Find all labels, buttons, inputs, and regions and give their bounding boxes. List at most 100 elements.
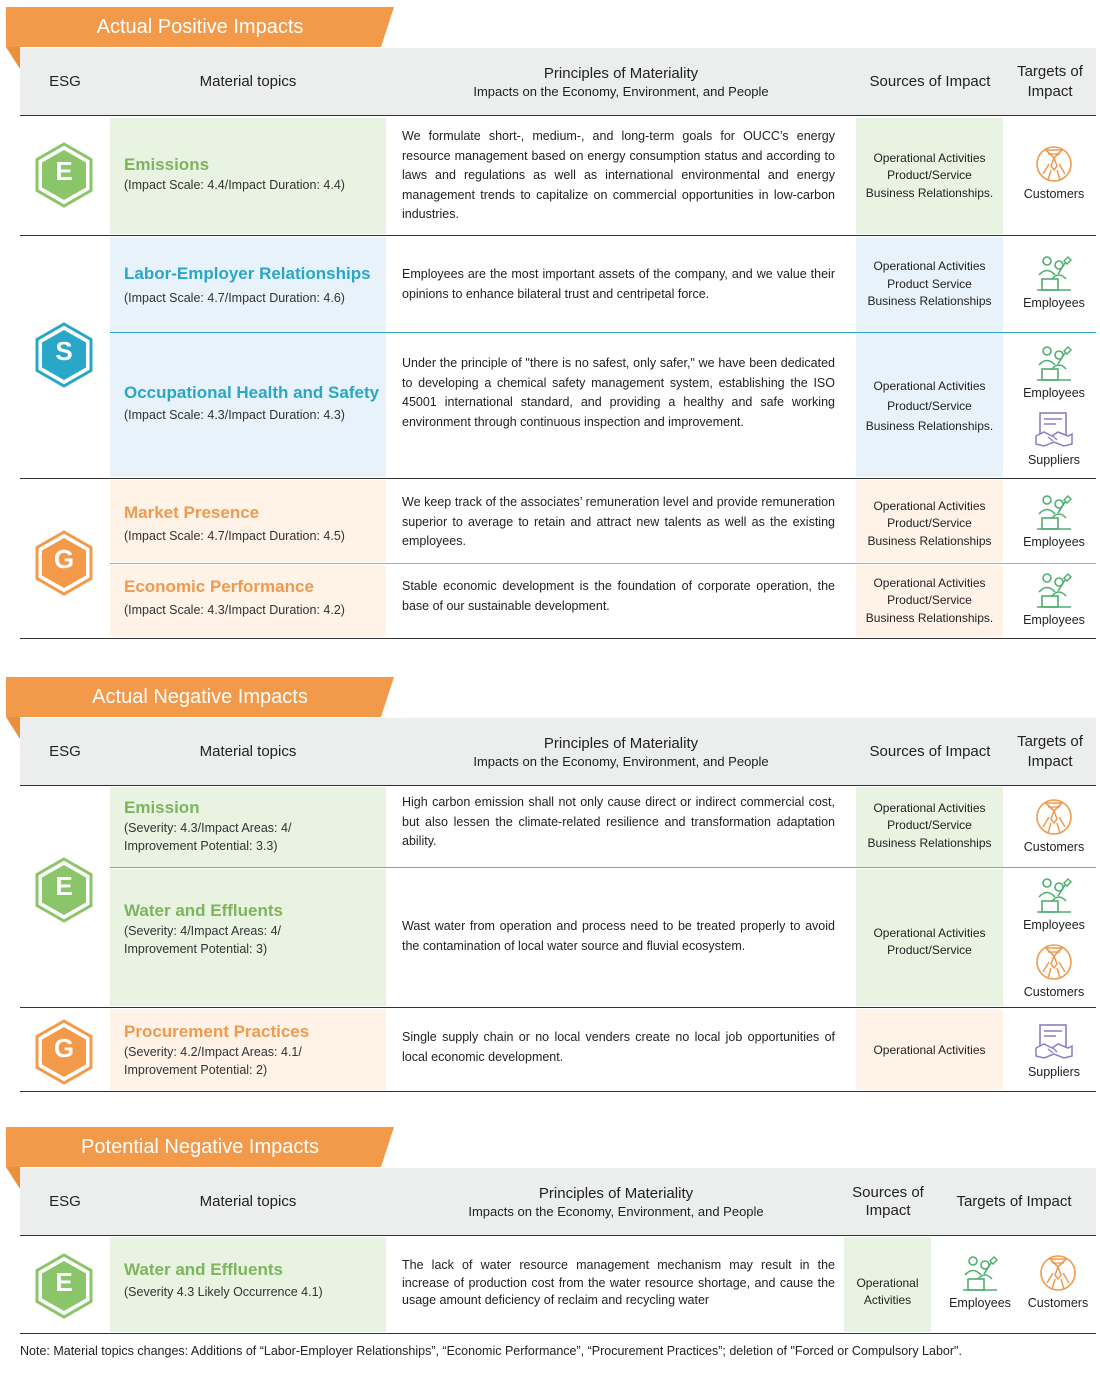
header-targets: Targets of Impact (956, 1193, 1072, 1210)
e-letter: E (55, 1267, 73, 1297)
target-employees: Employees (1008, 570, 1100, 627)
desc-procurement: Single supply chain or no local venders … (402, 1030, 835, 1064)
g-letter: G (53, 544, 75, 574)
topic-title: Market Presence (124, 503, 260, 522)
topic-detail: Improvement Potential: 3.3) (124, 839, 278, 853)
topic-cell-emissions: Emissions (Impact Scale: 4.4/Impact Dura… (110, 118, 386, 234)
topic-title: Economic Performance (124, 577, 314, 596)
desc-water: Wast water from operation and process ne… (402, 919, 835, 953)
topic-cell-emission: Emission (Severity: 4.3/Impact Areas: 4/… (110, 787, 386, 867)
topic-cell-market: Market Presence (Impact Scale: 4.7/Impac… (110, 480, 386, 562)
topic-cell-ohs: Occupational Health and Safety (Impact S… (110, 334, 386, 477)
topic-cell-procurement: Procurement Practices (Severity: 4.2/Imp… (110, 1009, 386, 1090)
topic-detail: (Impact Scale: 4.7/Impact Duration: 4.5) (124, 529, 345, 543)
sources-cell: Operational Activities Product Service B… (856, 237, 1003, 332)
target-employees: Employees (1008, 253, 1100, 310)
topic-detail: Improvement Potential: 2) (124, 1063, 268, 1077)
sources-cell: Operational Activities Product/Service B… (856, 334, 1003, 477)
topic-title: Labor-Employer Relationships (124, 264, 371, 283)
header-principles: Principles of Materiality Impacts on the… (468, 1184, 764, 1219)
topic-cell-economic: Economic Performance (Impact Scale: 4.3/… (110, 565, 386, 637)
header-esg: ESG (49, 743, 81, 760)
topic-detail: Improvement Potential: 3) (124, 942, 268, 956)
target-suppliers: Suppliers (1008, 1022, 1100, 1079)
target-customers: Customers (1008, 797, 1100, 854)
sources-cell: Operational Activities Product/Service B… (856, 787, 1003, 867)
customers-icon (1034, 144, 1074, 184)
e-letter: E (55, 156, 73, 186)
topic-detail: (Impact Scale: 4.4/Impact Duration: 4.4) (124, 178, 345, 192)
topic-cell-labor: Labor-Employer Relationships (Impact Sca… (110, 237, 386, 332)
target-employees: Employees (1008, 343, 1100, 400)
employees-icon (1034, 253, 1074, 293)
sources-cell: Operational Activities Product/Service B… (856, 118, 1003, 234)
header-topics: Material topics (199, 73, 297, 90)
header-sources: Sources of Impact (852, 1183, 924, 1219)
topic-cell-water: Water and Effluents (Severity: 4/Impact … (110, 869, 386, 1006)
potential-title: Potential Negative Impacts (81, 1136, 319, 1158)
header-targets: Targets of Impact (1017, 62, 1083, 100)
header-sources: Sources of Impact (869, 743, 991, 760)
sources-cell: Operational Activities Product/Service B… (856, 480, 1003, 562)
employees-icon (1034, 343, 1074, 383)
topic-detail: (Impact Scale: 4.3/Impact Duration: 4.3) (124, 408, 345, 422)
topic-title: Occupational Health and Safety (124, 383, 380, 402)
topic-detail: (Impact Scale: 4.7/Impact Duration: 4.6) (124, 291, 345, 305)
customers-icon (1034, 942, 1074, 982)
topic-title: Water and Effluents (124, 901, 283, 920)
desc-emissions: We formulate short-, medium-, and long-t… (402, 129, 835, 222)
desc-market: We keep track of the associates’ remuner… (402, 495, 835, 549)
topic-detail: (Impact Scale: 4.3/Impact Duration: 4.2) (124, 603, 345, 617)
sources-cell: Operational Activities (856, 1009, 1003, 1090)
customers-icon (1034, 797, 1074, 837)
target-customers: Customers (1008, 144, 1100, 201)
topic-cell-water-potential: Water and Effluents (Severity 4.3 Likely… (110, 1237, 386, 1332)
e-letter: E (55, 871, 73, 901)
desc-water-potential: The lack of water resource management me… (402, 1258, 835, 1307)
suppliers-icon (1034, 1022, 1074, 1062)
target-employees: Employees (940, 1253, 1020, 1310)
topic-detail: (Severity: 4.3/Impact Areas: 4/ (124, 821, 292, 835)
topic-title: Water and Effluents (124, 1260, 283, 1279)
negative-header-row: ESG Material topics Principles of Materi… (20, 718, 1096, 785)
desc-labor: Employees are the most important assets … (402, 267, 835, 301)
employees-icon (1034, 570, 1074, 610)
header-sources: Sources of Impact (869, 73, 991, 90)
topic-detail: (Severity: 4.2/Impact Areas: 4.1/ (124, 1045, 302, 1059)
topic-title: Emission (124, 798, 200, 817)
header-esg: ESG (49, 73, 81, 90)
topic-detail: (Severity: 4/Impact Areas: 4/ (124, 924, 282, 938)
negative-title: Actual Negative Impacts (92, 686, 308, 708)
target-employees: Employees (1008, 875, 1100, 932)
employees-icon (960, 1253, 1000, 1293)
positive-banner: Actual Positive Impacts (6, 7, 394, 69)
customers-icon (1038, 1253, 1078, 1293)
target-suppliers: Suppliers (1008, 410, 1100, 467)
desc-ohs: Under the principle of "there is no safe… (402, 356, 835, 429)
sources-cell: Operational Activities (844, 1237, 931, 1332)
header-esg: ESG (49, 1193, 81, 1210)
header-topics: Material topics (199, 743, 297, 760)
target-employees: Employees (1008, 492, 1100, 549)
employees-icon (1034, 875, 1074, 915)
header-topics: Material topics (199, 1193, 297, 1210)
target-customers: Customers (1018, 1253, 1098, 1310)
target-customers: Customers (1008, 942, 1100, 999)
topic-title: Procurement Practices (124, 1022, 310, 1041)
g-letter: G (53, 1033, 75, 1063)
header-targets: Targets of Impact (1017, 732, 1083, 770)
s-letter: S (55, 336, 73, 366)
footnote: Note: Material topics changes: Additions… (20, 1344, 962, 1358)
header-principles: Principles of Materiality Impacts on the… (473, 734, 769, 769)
sources-cell: Operational Activities Product/Service B… (856, 565, 1003, 637)
potential-header-row: ESG Material topics Principles of Materi… (20, 1168, 1096, 1235)
desc-economic: Stable economic development is the found… (402, 579, 835, 613)
negative-banner: Actual Negative Impacts (6, 677, 394, 739)
potential-banner: Potential Negative Impacts (6, 1127, 394, 1189)
header-principles: Principles of Materiality Impacts on the… (473, 64, 769, 99)
desc-emission: High carbon emission shall not only caus… (402, 795, 835, 849)
topic-title: Emissions (124, 155, 210, 174)
positive-header-row: ESG Material topics Principles of Materi… (20, 48, 1096, 115)
topic-detail: (Severity 4.3 Likely Occurrence 4.1) (124, 1285, 323, 1299)
suppliers-icon (1034, 410, 1074, 450)
